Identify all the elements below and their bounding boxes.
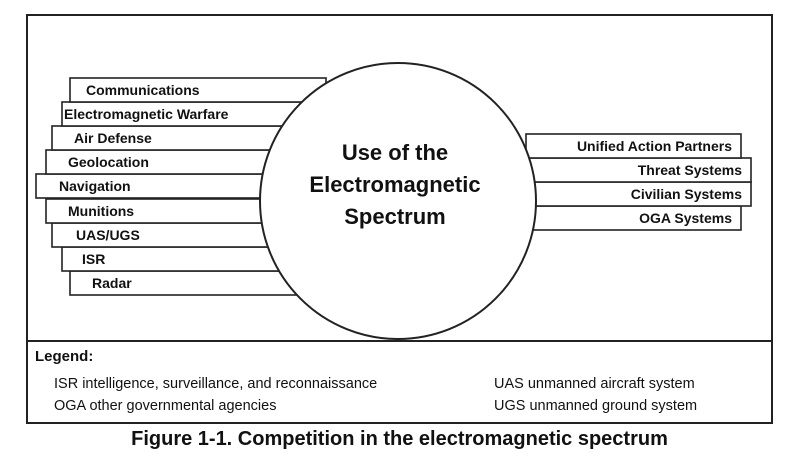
spectrum-circle bbox=[259, 62, 537, 340]
left-label-air-defense: Air Defense bbox=[74, 130, 152, 146]
right-box-oga-systems bbox=[525, 205, 742, 231]
right-label-oga-systems: OGA Systems bbox=[639, 210, 732, 226]
left-label-radar: Radar bbox=[92, 275, 132, 291]
left-label-navigation: Navigation bbox=[59, 178, 131, 194]
left-box-electromagnetic-warfare bbox=[61, 101, 327, 127]
legend-entry-oga: OGA other governmental agencies bbox=[54, 398, 277, 414]
left-label-munitions: Munitions bbox=[68, 203, 134, 219]
left-label-electromagnetic-warfare: Electromagnetic Warfare bbox=[64, 106, 229, 122]
legend-entry-ugs: UGS unmanned ground system bbox=[494, 398, 698, 414]
left-box-communications bbox=[69, 77, 327, 103]
right-label-threat-systems: Threat Systems bbox=[638, 162, 742, 178]
legend-entry-isr: ISR intelligence, surveillance, and reco… bbox=[54, 376, 378, 392]
center-label-line-1: Use of the bbox=[342, 140, 448, 165]
right-box-civilian-systems bbox=[525, 181, 752, 207]
left-label-uas-ugs: UAS/UGS bbox=[76, 227, 140, 243]
left-label-geolocation: Geolocation bbox=[68, 154, 149, 170]
figure-caption: Figure 1-1. Competition in the electroma… bbox=[131, 428, 668, 450]
right-label-civilian-systems: Civilian Systems bbox=[631, 186, 742, 202]
center-label-line-3: Spectrum bbox=[344, 204, 445, 229]
right-label-unified-action-partners: Unified Action Partners bbox=[577, 138, 732, 154]
center-label-line-2: Electromagnetic bbox=[309, 172, 480, 197]
legend: Legend: ISR intelligence, surveillance, … bbox=[26, 340, 773, 424]
legend-entry-uas: UAS unmanned aircraft system bbox=[494, 376, 695, 392]
right-box-unified-action-partners bbox=[525, 133, 742, 159]
left-label-isr: ISR bbox=[82, 251, 105, 267]
legend-title: Legend: bbox=[35, 348, 94, 365]
left-label-communications: Communications bbox=[86, 82, 200, 98]
